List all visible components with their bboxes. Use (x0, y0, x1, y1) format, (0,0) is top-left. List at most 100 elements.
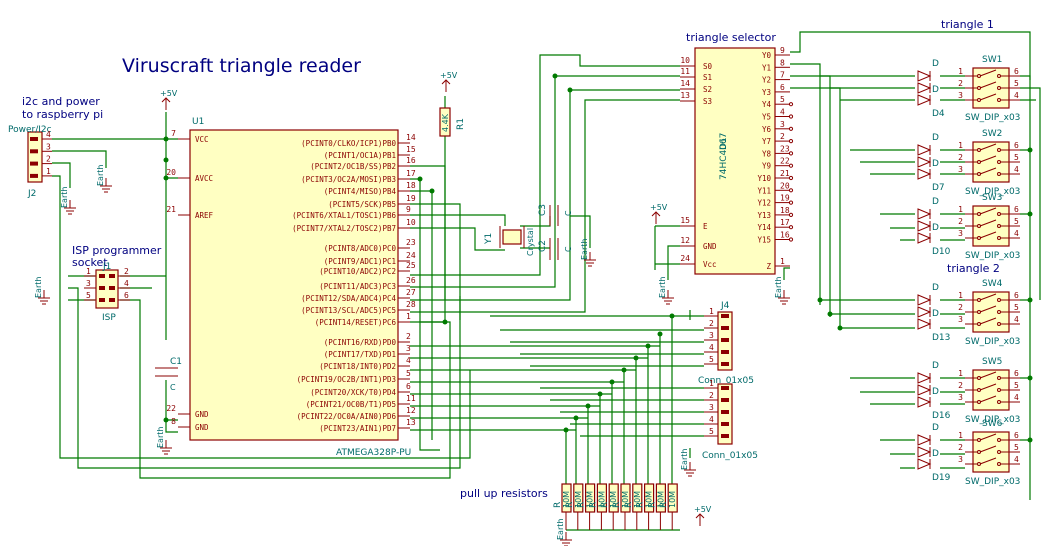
switch-value: SW_DIP_x03 (965, 477, 1020, 487)
note-pullups: pull up resistors (460, 487, 548, 500)
mux-pin-number: 5 (780, 95, 785, 104)
mux-d1: 74HC4067 D1 10S011S114S213S315E12GND24Vc… (680, 46, 794, 275)
switch-pin-left: 1 (958, 431, 963, 440)
earth-symbol: Earth (774, 277, 790, 305)
mcu-pin-number: 24 (406, 251, 416, 260)
j1-pin-left: 3 (84, 279, 105, 290)
mcu-pin-name: (PCINT21/OC0B/T1)PD5 (306, 400, 396, 409)
mux-pin-y0: Y09 (762, 46, 790, 60)
switch-ref: SW5 (982, 357, 1002, 367)
mcu-pin-number: 20 (166, 168, 176, 177)
mux-pin-name: Y7 (762, 137, 771, 146)
diode: D7 (917, 168, 945, 193)
mux-pin-name: Y9 (762, 162, 771, 171)
switch-pin-left: 3 (958, 393, 963, 402)
diode-ref: D13 (932, 333, 950, 343)
pullup-value: 10M (586, 491, 595, 508)
c2-ref: C2 (538, 240, 548, 252)
mux-nc-mark (788, 188, 794, 193)
j1-pin-right: 2 (109, 267, 130, 278)
switch-pin-right: 4 (1014, 393, 1019, 402)
diode: D (917, 361, 939, 384)
connector-pin: 2 (704, 391, 729, 402)
c3-ref: C3 (538, 204, 548, 216)
mux-pin-y5: Y54 (762, 108, 794, 122)
mcu-ref: U1 (192, 117, 204, 127)
mux-nc-mark (788, 225, 794, 230)
switch-pin-left: 2 (958, 381, 963, 390)
mux-pin-y6: Y63 (762, 120, 794, 134)
mux-pin-number: 15 (680, 216, 690, 225)
mcu-pin-number: 4 (406, 356, 411, 365)
mcu-pin-name: (PCINT1/OC1A)PB1 (324, 151, 396, 160)
mcu-pin-name: (PCINT11/ADC3)PC3 (319, 282, 396, 291)
resistor-r1: 4.4K R1 (439, 107, 466, 137)
switch-pin-right: 5 (1014, 217, 1019, 226)
mux-pin-name: Y6 (762, 125, 772, 134)
mux-nc-mark (788, 175, 794, 181)
switch-pin-right: 4 (1014, 229, 1019, 238)
mux-pin-number: 16 (780, 231, 790, 240)
mux-pin-y2: Y27 (762, 71, 790, 85)
switch-pin-left: 2 (958, 153, 963, 162)
j2-pin: 4 (30, 130, 52, 141)
mux-pin-name: Y5 (762, 113, 771, 122)
diode-ref: D (932, 423, 939, 433)
mcu-pin-name: (PCINT2/OC1B/SS)PB2 (310, 162, 396, 171)
diode: D (917, 283, 939, 306)
mcu-pin-number: 2 (406, 332, 411, 341)
mcu-pin-name: (PCINT14/RESET)PC6 (315, 318, 397, 327)
pullup-ref: R (612, 502, 622, 508)
j2-pin: 3 (30, 142, 52, 154)
j1-pin-number: 1 (86, 267, 91, 276)
diode: D (917, 384, 939, 397)
earth-symbol: Earth (580, 239, 596, 267)
switch-ref: SW6 (982, 419, 1003, 429)
switch-pin-right: 6 (1014, 67, 1019, 76)
mux-pin-name: Z (766, 262, 771, 271)
connector-pin: 1 (704, 307, 729, 318)
switch-ref: SW1 (982, 55, 1002, 65)
switch-pin-right: 4 (1014, 455, 1019, 464)
mcu-pin-name: AVCC (195, 174, 213, 183)
mux-pin-number: 24 (680, 254, 690, 263)
switch-value: SW_DIP_x03 (965, 337, 1020, 347)
mcu-pin-name: (PCINT16/RXD)PD0 (324, 338, 397, 347)
mcu-pin-number: 6 (406, 382, 411, 391)
diode-ref: D (932, 309, 939, 319)
diode: D4 (917, 94, 945, 119)
c3-value: C (564, 210, 573, 216)
j2-pin-number: 2 (46, 155, 51, 164)
mux-nc-mark (788, 151, 794, 156)
switch-pin-right: 5 (1014, 153, 1019, 162)
vcc-label: +5V (440, 71, 458, 80)
note-isp-line2: socket (72, 256, 108, 269)
diode-ref: D (932, 197, 939, 207)
vcc-symbol: +5V (160, 89, 178, 110)
diode-ref: D19 (932, 473, 951, 483)
diode-ref: D (932, 361, 939, 371)
diode-ref: D (932, 223, 939, 233)
switch-value: SW_DIP_x03 (965, 187, 1020, 197)
diode-ref: D4 (932, 109, 945, 119)
switch-pin-right: 6 (1014, 369, 1019, 378)
mux-pin-number: 23 (780, 144, 790, 153)
diode-ref: D (932, 449, 939, 459)
diode-ref: D (932, 133, 939, 143)
earth-symbol: Earth (658, 277, 674, 305)
